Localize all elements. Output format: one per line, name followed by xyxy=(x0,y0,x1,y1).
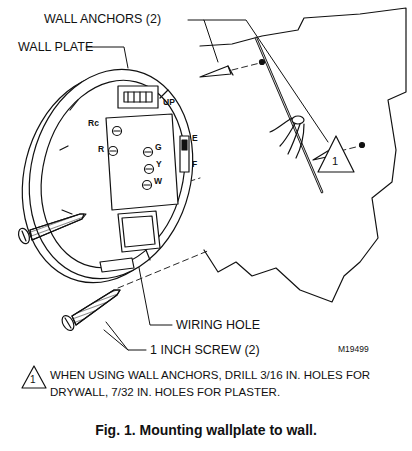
wall-hole xyxy=(260,60,265,65)
wall-anchor xyxy=(200,66,341,160)
terminal-label: R xyxy=(98,145,104,155)
part-label: 1 INCH SCREW (2) xyxy=(150,343,260,357)
wall-outline xyxy=(200,8,406,302)
terminal-label: UP xyxy=(163,98,175,108)
part-label: WIRING HOLE xyxy=(176,318,260,332)
figure-caption: Fig. 1. Mounting wallplate to wall. xyxy=(95,422,317,438)
wall-hole xyxy=(360,143,365,148)
terminal-label: Rc xyxy=(88,119,99,129)
terminal-label: E xyxy=(192,134,198,144)
drawing-number: M19499 xyxy=(338,345,369,355)
part-label: WALL PLATE xyxy=(18,40,93,54)
mounting-screw xyxy=(17,214,120,332)
callout-number: 1 xyxy=(332,155,338,168)
note-text: WHEN USING WALL ANCHORS, DRILL 3/16 IN. … xyxy=(50,367,400,400)
part-label: WALL ANCHORS (2) xyxy=(44,12,161,26)
callout-triangle xyxy=(22,366,46,388)
terminal-label: W xyxy=(154,177,162,187)
wall-plate xyxy=(1,52,215,300)
terminal-label: Y xyxy=(156,160,162,170)
callout-triangle xyxy=(318,136,354,172)
thermostat-wires xyxy=(256,38,322,192)
terminal-label: F xyxy=(192,160,197,170)
terminal-label: G xyxy=(155,143,162,153)
callout-number: 1 xyxy=(30,374,36,386)
